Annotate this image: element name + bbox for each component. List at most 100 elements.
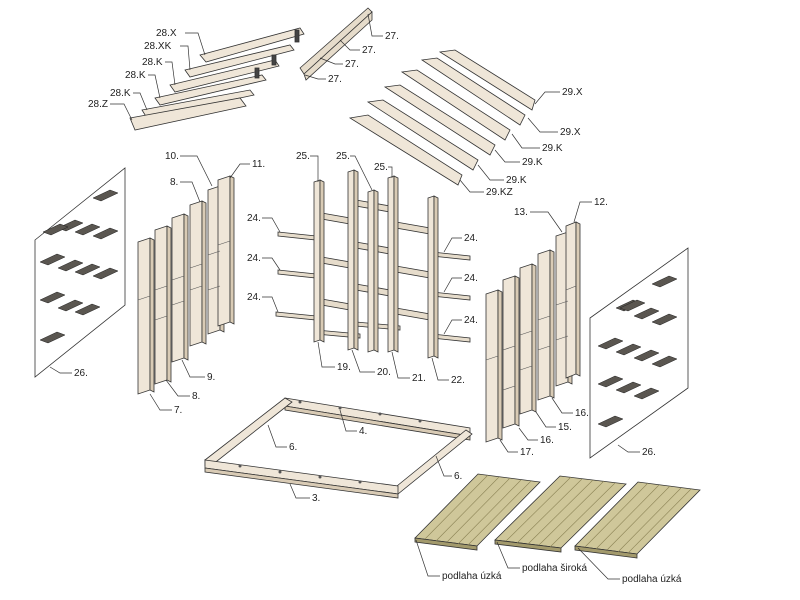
roof-board-29x-b — [420, 57, 526, 126]
label-9: 9. — [207, 372, 215, 383]
label-27-c: 27. — [345, 59, 359, 70]
label-22: 22. — [451, 375, 465, 386]
roof-board-28xk — [184, 44, 295, 78]
rafter-27-b — [303, 11, 373, 81]
roof-board-29k-b — [383, 84, 496, 156]
label-28z: 28.Z — [88, 99, 108, 110]
label-15: 15. — [558, 422, 572, 433]
label-floor-narrow-right: podlaha úzká — [622, 574, 682, 585]
wall-board-9 — [171, 213, 189, 363]
roof-board-29k-a — [400, 69, 511, 141]
label-19: 19. — [337, 362, 351, 373]
roof-board-29x-a — [438, 49, 536, 111]
leader-lines — [49, 13, 640, 580]
label-10: 10. — [165, 151, 179, 162]
roof-board-28x — [199, 27, 305, 63]
window-tiles-right — [597, 275, 678, 428]
base-beam-6-left — [204, 397, 293, 466]
wall-board-16b — [537, 249, 555, 401]
floor-panel-narrow-left — [414, 473, 541, 551]
label-29x-b: 29.X — [560, 127, 581, 138]
label-29k-b: 29.K — [522, 157, 543, 168]
label-6-b: 6. — [454, 471, 462, 482]
base-beam-6-right — [391, 429, 473, 495]
label-29kz: 29.KZ — [486, 187, 513, 198]
label-27-a: 27. — [385, 31, 399, 42]
roof-board-28k-b — [154, 74, 267, 106]
label-28k-b: 28.K — [125, 70, 146, 81]
label-25-a: 25. — [296, 151, 310, 162]
label-27-b: 27. — [362, 45, 376, 56]
wall-board-16a — [502, 275, 520, 429]
right-wall-boards — [485, 221, 581, 443]
wall-board-8b — [189, 200, 207, 347]
wall-board-8 — [154, 225, 172, 385]
label-8-bottom: 8. — [192, 391, 200, 402]
label-8-top: 8. — [170, 177, 178, 188]
roof-board-28z — [129, 97, 247, 131]
label-floor-narrow-left: podlaha úzká — [442, 571, 502, 582]
wall-board-11 — [217, 175, 235, 327]
window-tiles-left — [39, 189, 119, 344]
roof-boards-right — [348, 49, 536, 186]
label-28x: 28.X — [156, 28, 177, 39]
label-24-c: 24. — [247, 292, 261, 303]
label-11: 11. — [252, 159, 265, 170]
label-29k-c: 29.K — [506, 175, 527, 186]
base-beam-3 — [204, 459, 399, 495]
label-28k-a: 28.K — [142, 57, 163, 68]
label-floor-wide: podlaha široká — [522, 563, 587, 574]
part-labels: 28.X 28.XK 28.K 28.K 28.K 28.Z 27. 27. 2… — [74, 28, 656, 504]
label-27-d: 27. — [328, 74, 342, 85]
base-beam-4 — [284, 397, 471, 437]
wall-board-12 — [565, 221, 581, 379]
label-12: 12. — [594, 197, 608, 208]
frame-post-20b — [367, 189, 379, 353]
label-20: 20. — [377, 367, 391, 378]
label-24-f: 24. — [464, 315, 478, 326]
frame-post-21 — [387, 175, 399, 353]
wall-board-17 — [485, 289, 503, 443]
label-13: 13. — [514, 207, 528, 218]
floor-panel-narrow-right — [574, 481, 701, 559]
floor-labels: podlaha úzká podlaha široká podlaha úzká — [442, 563, 682, 585]
label-26-right: 26. — [642, 447, 656, 458]
label-4: 4. — [359, 426, 367, 437]
frame-post-19 — [313, 179, 325, 343]
floor-panel-wide — [494, 475, 627, 553]
label-6-a: 6. — [289, 442, 297, 453]
label-17: 17. — [520, 447, 534, 458]
left-wall-boards — [137, 175, 235, 395]
frame-post-22 — [427, 195, 439, 359]
label-28xk: 28.XK — [144, 41, 172, 52]
shelf-24-b — [277, 269, 317, 279]
floor-panels — [414, 473, 701, 559]
window-panel-left — [34, 167, 126, 378]
label-28k-c: 28.K — [110, 88, 131, 99]
label-26-left: 26. — [74, 368, 88, 379]
label-21: 21. — [412, 373, 426, 384]
window-panel-right — [589, 247, 689, 459]
center-frame — [275, 169, 471, 359]
roof-board-29kz — [348, 114, 463, 186]
roof-board-29k-c — [366, 99, 479, 171]
label-24-a: 24. — [247, 213, 261, 224]
label-25-c: 25. — [374, 162, 388, 173]
label-24-e: 24. — [464, 273, 478, 284]
label-16-b: 16. — [540, 435, 554, 446]
label-16-a: 16. — [575, 408, 589, 419]
label-24-b: 24. — [247, 253, 261, 264]
shelf-24-c — [275, 311, 317, 321]
frame-post-20 — [347, 169, 359, 351]
label-7: 7. — [174, 405, 182, 416]
roof-board-28k-a — [169, 59, 280, 93]
shelf-24-a — [277, 231, 317, 241]
roof-boards-left — [129, 27, 305, 131]
base-frame — [204, 397, 473, 499]
rafters-27 — [299, 7, 373, 81]
label-29k-a: 29.K — [542, 143, 563, 154]
label-24-d: 24. — [464, 233, 478, 244]
wall-board-7 — [137, 237, 155, 395]
wall-board-15 — [519, 263, 537, 415]
